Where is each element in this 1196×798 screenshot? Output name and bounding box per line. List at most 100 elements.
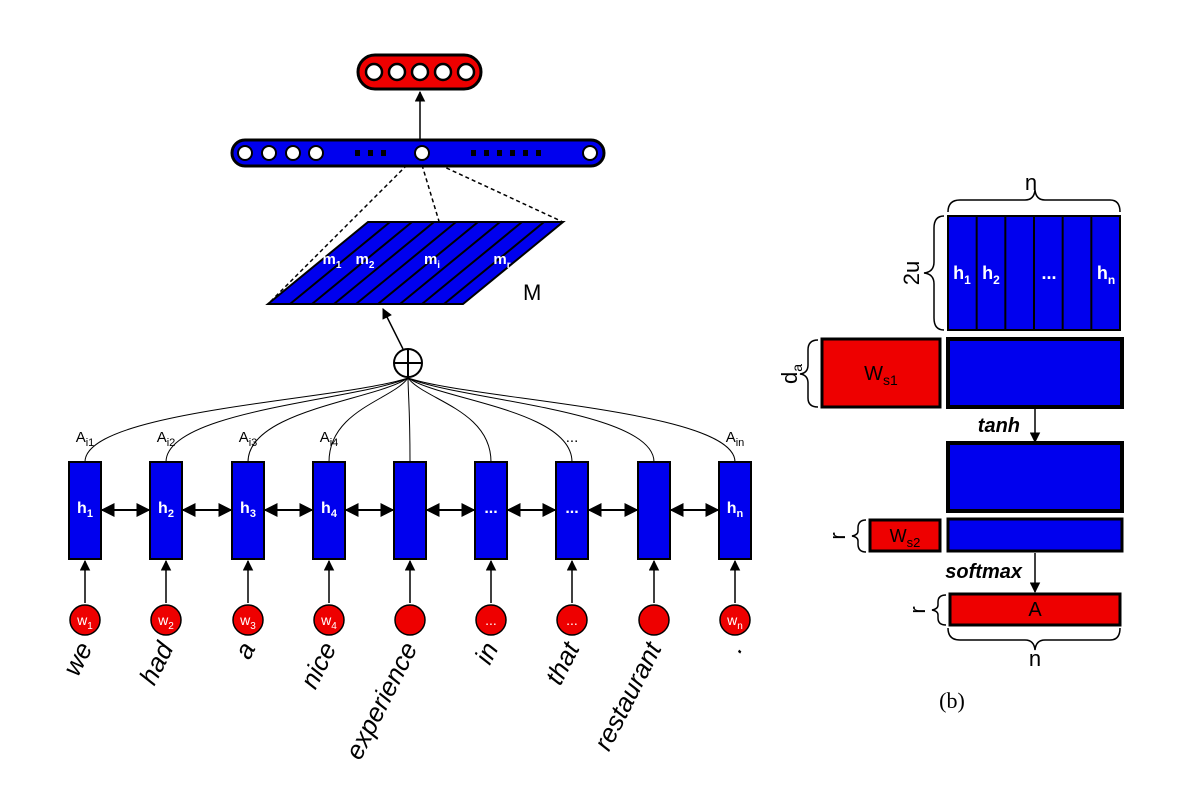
word-node-label: w1 [76, 612, 93, 632]
ellipsis-dot [471, 150, 476, 156]
hidden-state-label: h3 [240, 500, 256, 520]
input-word: in [468, 637, 504, 669]
ws2-box [868, 518, 942, 553]
hidden-layer [230, 138, 606, 168]
ellipsis-dot [523, 150, 528, 156]
top-brace [947, 189, 1121, 213]
word-node-label: wn [726, 612, 743, 632]
word-node [394, 604, 426, 636]
da-label: da [777, 364, 805, 384]
a-label: A [1028, 599, 1042, 621]
output-node [387, 62, 407, 82]
matrix-stripe [399, 222, 501, 304]
output-layer [356, 53, 483, 91]
tanh-label: tanh [978, 415, 1020, 437]
ellipsis-dot [497, 150, 502, 156]
hidden-state-column [149, 461, 183, 560]
ellipsis-dot [368, 150, 373, 156]
word-node [719, 604, 751, 636]
attention-curve [407, 377, 573, 463]
hidden-state-label: ... [484, 500, 497, 517]
matrix-stripe [333, 222, 435, 304]
output-node [364, 62, 384, 82]
da-brace [799, 339, 819, 408]
input-word: had [133, 636, 180, 690]
two-u-brace [923, 215, 945, 331]
matrix-stripe [289, 222, 391, 304]
a-box [948, 592, 1122, 627]
hidden-state-label: h2 [158, 500, 174, 520]
hidden-state-label: hn [727, 500, 744, 520]
input-word: . [718, 637, 748, 657]
matrix-stripe [421, 222, 523, 304]
matrix-stripe [311, 222, 413, 304]
attention-label: ... [566, 429, 579, 446]
arrow-sum-to-matrix [382, 308, 404, 350]
ws1-label: Ws1 [864, 363, 898, 388]
hidden-state-column [474, 461, 508, 560]
attention-curve [407, 377, 736, 463]
word-node-label: ... [485, 612, 497, 628]
matrix-m-parallelogram [265, 221, 566, 305]
attention-label: Ai1 [76, 429, 95, 449]
ellipsis-dot [381, 150, 386, 156]
two-u-label: 2u [899, 261, 924, 285]
h-matrix-label: ... [1041, 263, 1056, 283]
attention-curve [165, 377, 409, 463]
word-node-label: ... [566, 612, 578, 628]
hidden-state-column [637, 461, 671, 560]
h-matrix-dividers [975, 216, 1093, 330]
attention-label: Ain [726, 429, 745, 449]
h-matrix-label: hn [1097, 263, 1115, 287]
attention-curve [84, 377, 409, 463]
r1-brace [851, 519, 867, 553]
r1-label: r [825, 532, 850, 539]
matrix-stripe [377, 222, 479, 304]
word-node [150, 604, 182, 636]
matrix-row-label: mi [424, 251, 440, 271]
word-node [232, 604, 264, 636]
input-word: a [228, 637, 261, 664]
attention-curve [247, 377, 409, 463]
r2-brace [931, 594, 947, 626]
caption-b: (b) [939, 688, 965, 713]
hidden-state-column [312, 461, 346, 560]
attention-curve [407, 377, 492, 463]
ws2-label: Ws2 [890, 526, 921, 550]
output-node [433, 62, 453, 82]
ellipsis-dot [355, 150, 360, 156]
word-node [556, 604, 588, 636]
hidden-node [237, 145, 253, 161]
hidden-node [582, 145, 598, 161]
attention-curve [407, 377, 655, 463]
input-word: experience [339, 637, 423, 764]
attention-curve [328, 377, 409, 463]
output-node [456, 62, 476, 82]
softmax-label: softmax [945, 561, 1023, 583]
input-word: we [57, 637, 99, 680]
hidden-state-column [718, 461, 752, 560]
output-node [410, 62, 430, 82]
word-node [638, 604, 670, 636]
word-node-label: w4 [320, 612, 337, 632]
ellipsis-dot [484, 150, 489, 156]
input-word: restaurant [587, 636, 668, 756]
bottom-brace [947, 627, 1121, 651]
hidden-node [261, 145, 277, 161]
hidden-node [285, 145, 301, 161]
matrix-row-label: m2 [356, 251, 375, 271]
h-matrix-label: h2 [982, 263, 1000, 287]
matrix-row-label: mr [493, 251, 510, 271]
matrix-label: M [523, 280, 541, 305]
ws1-box [820, 337, 942, 409]
n-bottom-label: n [1029, 646, 1041, 671]
output-nodes [364, 62, 476, 82]
